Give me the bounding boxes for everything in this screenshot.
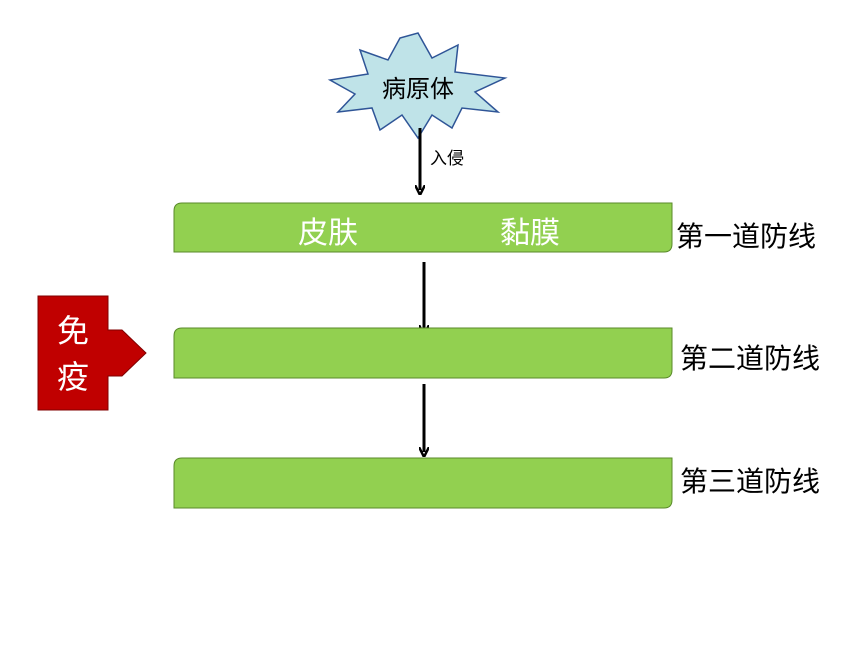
immunity-char-1: 免	[57, 312, 89, 350]
third-line-label: 第三道防线	[680, 465, 820, 498]
pathogen-burst: 病原体	[327, 32, 508, 140]
first-line-label: 第一道防线	[676, 220, 816, 253]
immunity-char-2: 疫	[57, 358, 89, 396]
immunity-callout-shape	[37, 295, 147, 411]
pathogen-burst-shape	[327, 32, 508, 140]
first-line-box	[173, 202, 673, 253]
immunity-callout: 免 疫	[37, 295, 147, 411]
pathogen-label: 病原体	[382, 75, 454, 103]
third-line-box	[173, 457, 673, 509]
second-line-box	[173, 327, 673, 379]
skin-label: 皮肤	[298, 216, 358, 251]
invade-label: 入侵	[430, 149, 464, 169]
second-line-label: 第二道防线	[680, 342, 820, 375]
mucosa-label: 黏膜	[500, 216, 560, 251]
